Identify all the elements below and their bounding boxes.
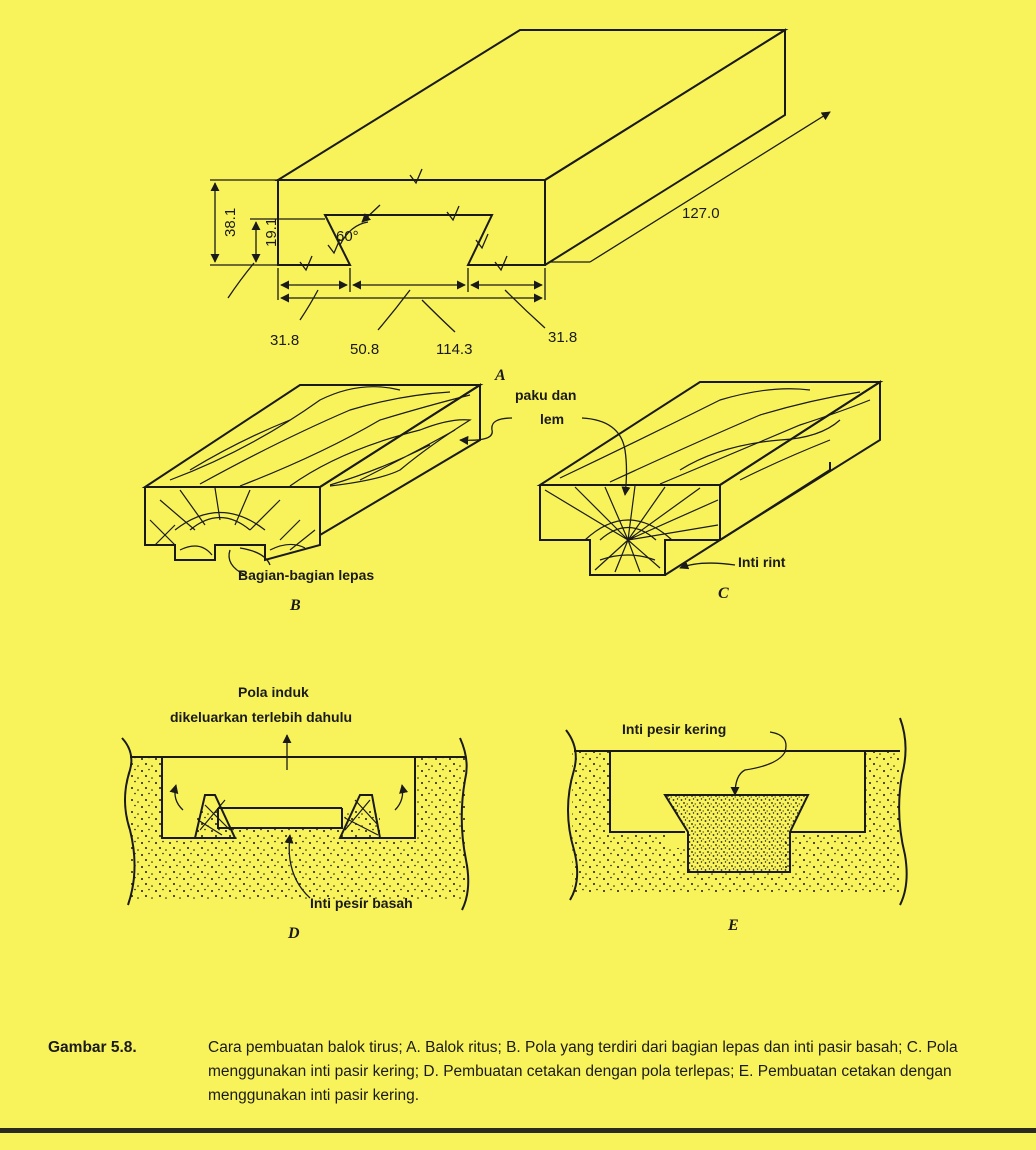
block-front-face [277, 179, 546, 266]
angle-label: 60° [336, 228, 359, 245]
dim-right-flange: 31.8 [548, 329, 577, 346]
callout-pattern-line1: Pola induk [238, 684, 309, 700]
callout-loose-parts: Bagian-bagian lepas [238, 567, 374, 583]
figure-e-mold [565, 717, 908, 906]
callout-wet-sand-core: Inti pesir basah [310, 895, 413, 911]
dim-groove-width: 50.8 [350, 341, 379, 358]
dim-left-flange: 31.8 [270, 332, 299, 349]
callout-dry-sand-core: Inti pesir kering [622, 721, 726, 737]
block-top-face [274, 29, 789, 181]
figure-b-label: B [289, 597, 301, 614]
caption-tag: Gambar 5.8. [48, 1039, 137, 1056]
figure-d-label: D [287, 925, 300, 942]
caption-text: Cara pembuatan balok tirus; A. Balok rit… [208, 1039, 958, 1104]
bottom-rule [0, 1128, 1036, 1133]
figure-b-pattern [141, 383, 484, 562]
dim-height: 38.1 [222, 208, 239, 237]
figure-a-block [210, 28, 831, 333]
dim-groove-depth: 19.1 [263, 218, 280, 247]
callout-nail-glue-line1: paku dan [515, 387, 576, 403]
dim-total-width: 114.3 [436, 341, 472, 358]
block-side-face [544, 28, 786, 266]
figure-c-pattern [536, 380, 884, 576]
dim-length: 127.0 [682, 205, 720, 222]
callout-core-c: Inti rint [738, 554, 786, 570]
figure-c-label: C [718, 585, 729, 602]
callout-nail-glue-line2: lem [540, 411, 564, 427]
figure-a-label: A [494, 367, 506, 384]
figure-e-label: E [727, 917, 739, 934]
figure-d-mold [121, 734, 470, 911]
callout-pattern-line2: dikeluarkan terlebih dahulu [170, 709, 352, 725]
